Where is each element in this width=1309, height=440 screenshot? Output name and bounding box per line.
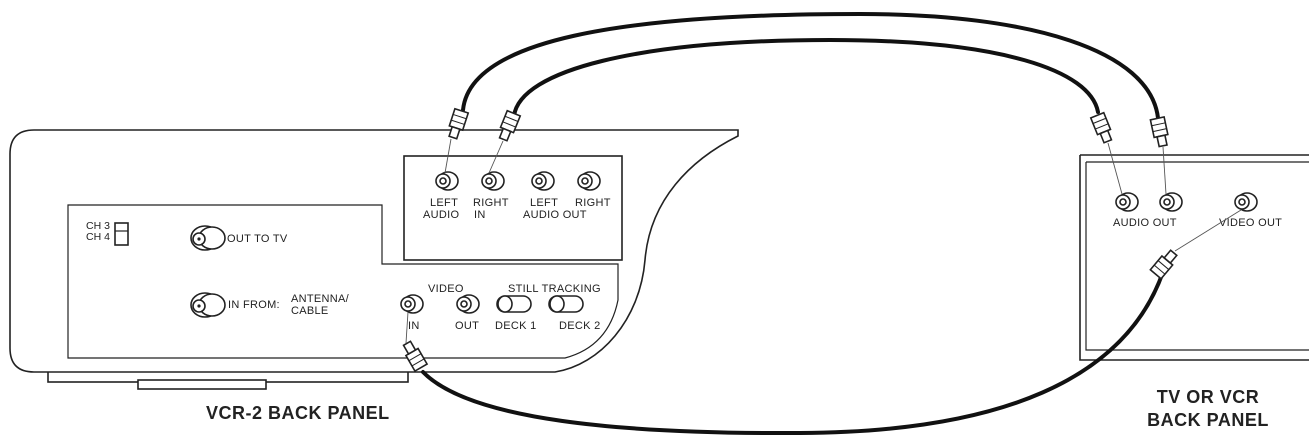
plug-vcr-video-in (402, 340, 429, 373)
audio-in-in-label: IN (474, 209, 486, 221)
cable-label: CABLE (291, 305, 329, 317)
audio-in-left-jack[interactable] (435, 171, 459, 191)
audio-cable-right (512, 37, 1100, 118)
still-tracking-label: STILL TRACKING (508, 283, 601, 295)
cables (421, 11, 1165, 436)
audio-in-right-jack[interactable] (481, 171, 505, 191)
channel-switch-body[interactable] (114, 222, 129, 246)
out-to-tv-label: OUT TO TV (227, 233, 288, 245)
ch4-label: CH 4 (86, 231, 110, 243)
video-out-jack[interactable] (456, 294, 480, 314)
tv-panel: AUDIO OUT VIDEO OUT TV OR VCR BACK PANEL (1079, 154, 1309, 430)
video-in-label: IN (408, 320, 420, 332)
lead-lines (405, 138, 1242, 344)
audio-out-right-jack[interactable] (577, 171, 601, 191)
audio-in-audio-label: AUDIO (423, 209, 459, 221)
plug-tv-audio-left (1089, 111, 1113, 144)
deck2-label: DECK 2 (559, 320, 601, 332)
plug-vcr-audio-left (448, 107, 470, 140)
video-out-label: OUT (455, 320, 479, 332)
tv-video-out-jack[interactable] (1234, 192, 1258, 212)
audio-out-label: AUDIO OUT (523, 209, 587, 221)
vcr2-inner-panel (67, 204, 619, 359)
tv-video-out-label: VIDEO OUT (1219, 217, 1282, 229)
plug-vcr-audio-right (498, 109, 522, 142)
video-cable (421, 270, 1165, 436)
audio-cable-left (461, 11, 1160, 120)
audio-jacks[interactable]: LEFT RIGHT AUDIO IN LEFT RIGHT AUDIO OUT (423, 171, 611, 221)
antenna-label: ANTENNA/ (291, 293, 350, 305)
ch3-label: CH 3 (86, 220, 110, 232)
vcr2-chassis (9, 129, 739, 390)
in-from-antenna-connector[interactable]: IN FROM: ANTENNA/ CABLE (190, 292, 350, 318)
tv-audio-out-left-jack[interactable] (1115, 192, 1139, 212)
audio-out-right-label: RIGHT (575, 197, 611, 209)
vcr2-foot (137, 379, 267, 390)
out-to-tv-connector[interactable]: OUT TO TV (190, 225, 288, 251)
tv-panel-outer (1079, 154, 1309, 361)
channel-switch[interactable]: CH 3 CH 4 (86, 220, 129, 246)
vcr2-body (9, 129, 739, 373)
plug-tv-audio-right (1149, 115, 1169, 148)
tv-title-line2: BACK PANEL (1147, 410, 1269, 430)
audio-out-left-jack[interactable] (531, 171, 555, 191)
tv-audio-out-label: AUDIO OUT (1113, 217, 1177, 229)
deck1-label: DECK 1 (495, 320, 537, 332)
video-section: VIDEO STILL TRACKING IN OUT DECK 1 DECK … (400, 283, 601, 332)
audio-in-left-label: LEFT (430, 197, 458, 209)
vcr2-title: VCR-2 BACK PANEL (206, 403, 390, 423)
plug-tv-video-out (1149, 249, 1178, 280)
deck1-tracking-knob[interactable] (496, 295, 532, 313)
tv-panel-inner (1085, 161, 1309, 351)
audio-in-right-label: RIGHT (473, 197, 509, 209)
video-in-jack[interactable] (400, 294, 424, 314)
audio-out-left-label: LEFT (530, 197, 558, 209)
video-label: VIDEO (428, 283, 464, 295)
deck2-tracking-knob[interactable] (548, 295, 584, 313)
tv-audio-out-right-jack[interactable] (1159, 192, 1183, 212)
in-from-label: IN FROM: (228, 299, 280, 311)
tv-title-line1: TV OR VCR (1157, 387, 1260, 407)
